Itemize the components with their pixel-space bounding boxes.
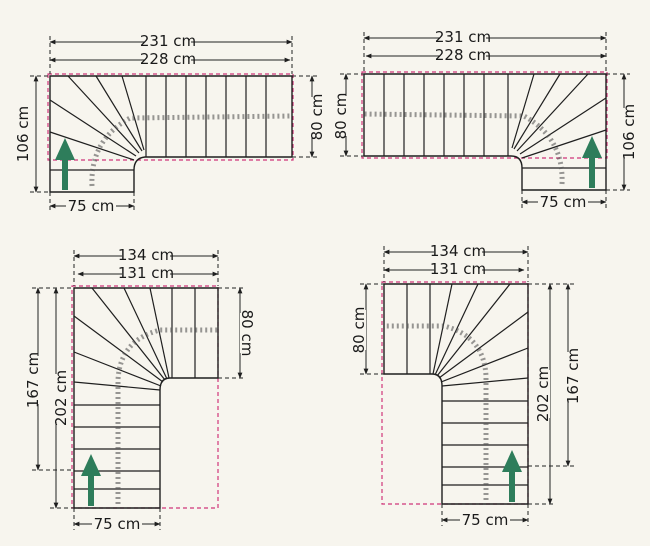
stair-plan-top-right: 231 cm 228 cm 80 cm 106 cm 75 cm bbox=[332, 28, 638, 211]
inner-width-label: 228 cm bbox=[435, 46, 491, 64]
inner-width-label: 131 cm bbox=[118, 264, 174, 282]
stair-plan-bottom-left: 134 cm 131 cm 167 cm 202 cm 80 cm 75 cm bbox=[24, 246, 256, 533]
height-label: 106 cm bbox=[620, 104, 638, 160]
start-width-label: 75 cm bbox=[462, 511, 509, 529]
inner-width-label: 131 cm bbox=[430, 260, 486, 278]
stair-plan-bottom-right: 134 cm 131 cm 80 cm 202 cm 167 cm 75 cm bbox=[350, 242, 582, 529]
stair-outline bbox=[361, 71, 608, 159]
outer-width-label: 231 cm bbox=[435, 28, 491, 46]
winder-treads bbox=[432, 283, 529, 387]
depth-label: 80 cm bbox=[350, 307, 368, 354]
depth-label: 80 cm bbox=[238, 310, 256, 357]
straight-treads bbox=[383, 74, 509, 156]
start-width-label: 75 cm bbox=[540, 193, 587, 211]
ascent-arrow bbox=[582, 136, 602, 188]
outer-width-label: 231 cm bbox=[140, 32, 196, 50]
inner-height-label: 167 cm bbox=[564, 348, 582, 404]
outer-height-label: 202 cm bbox=[534, 366, 552, 422]
ascent-arrow bbox=[81, 454, 101, 506]
walking-line bbox=[363, 111, 565, 185]
height-label: 106 cm bbox=[14, 106, 32, 162]
outer-width-label: 134 cm bbox=[118, 246, 174, 264]
stair-plan-top-left: 231 cm 228 cm 106 cm 80 cm 75 cm bbox=[14, 32, 326, 215]
depth-label: 80 cm bbox=[332, 93, 350, 140]
stair-boundary bbox=[363, 73, 607, 191]
walking-line bbox=[384, 323, 489, 500]
stair-boundary bbox=[49, 75, 293, 193]
walking-line bbox=[89, 113, 293, 187]
depth-label: 80 cm bbox=[308, 94, 326, 141]
ascent-arrow bbox=[55, 138, 75, 190]
winder-treads bbox=[511, 73, 607, 169]
inner-height-label: 167 cm bbox=[24, 352, 42, 408]
stair-outline bbox=[47, 73, 294, 161]
start-width-label: 75 cm bbox=[68, 197, 115, 215]
winder-treads bbox=[73, 287, 170, 391]
outer-width-label: 134 cm bbox=[430, 242, 486, 260]
outer-height-label: 202 cm bbox=[52, 370, 70, 426]
walking-line bbox=[115, 327, 218, 504]
inner-width-label: 228 cm bbox=[140, 50, 196, 68]
straight-treads bbox=[145, 76, 267, 157]
start-width-label: 75 cm bbox=[94, 515, 141, 533]
stair-boundary bbox=[383, 283, 529, 505]
ascent-arrow bbox=[502, 450, 522, 502]
